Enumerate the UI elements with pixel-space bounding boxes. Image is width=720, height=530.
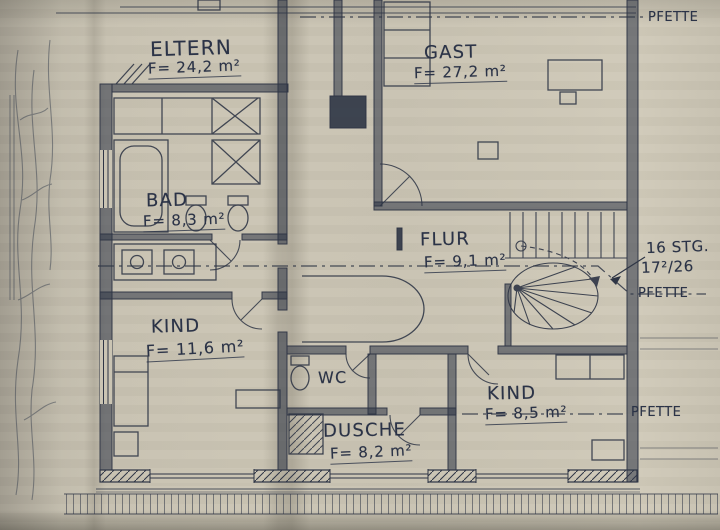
flur-door-jamb [396,227,403,251]
doors [209,163,499,446]
room-label-gast: GAST [423,41,478,64]
stair-rise-run-note: 17²/26 [640,257,695,277]
wall-kind-top-b [261,291,288,300]
room-area-flur: F= 9,1 m² [423,250,507,274]
wall-center-upper [277,0,288,245]
wall-wc-right [367,353,377,415]
toilet-bad [185,195,207,232]
spiral-stair-treads [513,266,599,330]
stair-count-note: 16 STG. [645,236,710,258]
double-washbasin [113,243,217,281]
closet-bad [211,139,261,185]
chimney [329,95,367,129]
flur-table-outline [302,275,425,343]
wall-mid-c [497,345,628,355]
tree-sketch [9,39,57,501]
desk-gast [547,59,603,105]
stair-treads-straight [509,212,615,258]
desk-kind-left [235,389,281,409]
furniture [113,0,625,461]
pfette-label-top: PFETTE [648,10,699,25]
bed-kind-left [113,355,149,457]
wall-dusche-right [447,353,457,471]
window-bottom-2 [329,469,429,483]
wall-mid-a [286,345,347,355]
door-bad [209,239,241,271]
room-label-bad: BAD [145,189,189,212]
bathtub [113,139,169,233]
roof-opening [197,0,221,11]
wall-eltern-bottom [111,83,289,93]
staircase [505,212,627,330]
room-label-wc: WC [317,367,348,388]
bottom-tick-band [64,493,718,515]
stair-newel [513,284,521,292]
axis-lines [98,16,706,415]
table-gast [477,141,499,160]
door-wc [345,353,371,379]
stair-note-leader [610,256,646,285]
axis-pfette-middle [98,265,706,295]
shower-tray [288,413,324,455]
closet-gast [383,1,431,87]
wall-hall-upper [333,0,343,97]
corner-hatching [115,63,151,85]
window-bottom-3 [475,469,569,483]
wardrobe-eltern [113,97,261,135]
stair-walk-arrowhead [589,276,600,287]
door-kind-left [231,298,263,330]
wall-gast-left [373,0,383,207]
wall-left-exterior [99,83,113,471]
wall-stair-spine [504,283,512,347]
bidet-bad [227,195,249,232]
door-dusche [389,414,421,446]
room-label-dusche: DUSCHE [322,419,407,442]
stair-walk-line-start [515,240,527,252]
wall-bad-bottom-b [241,233,288,241]
stair-walk-line [520,245,597,285]
wall-bad-bottom-a [99,233,213,241]
pfette-label-middle: PFETTE [638,286,689,301]
pfette-label-bottom: PFETTE [631,405,682,420]
wall-wc-dusche-a [286,407,388,416]
wall-gast-bottom [373,201,628,211]
door-gast [379,163,423,207]
room-area-bad: F= 8,3 m² [142,209,226,233]
wall-kind-top-a [99,291,233,300]
window-left-1 [100,150,112,208]
window-left-2 [100,340,112,404]
wall-mid-b [369,345,469,355]
room-area-kind-right: F= 8,5 m² [484,402,568,426]
spiral-stair-outline [507,262,599,330]
wall-center-mid [277,267,288,311]
room-label-kind-right: KIND [486,382,537,405]
window-bottom-1 [149,469,255,483]
room-label-kind-left: KIND [150,315,201,338]
room-label-flur: FLUR [419,228,471,251]
room-area-eltern: F= 24,2 m² [147,56,242,80]
room-area-gast: F= 27,2 m² [413,61,508,85]
table-kind-right [591,439,625,461]
toilet-wc [290,355,310,391]
windows [100,150,569,483]
room-area-dusche: F= 8,2 m² [329,441,413,465]
shelf-kind-right [555,354,625,380]
leader-arrowhead [610,276,621,285]
door-kind-right [467,353,499,385]
